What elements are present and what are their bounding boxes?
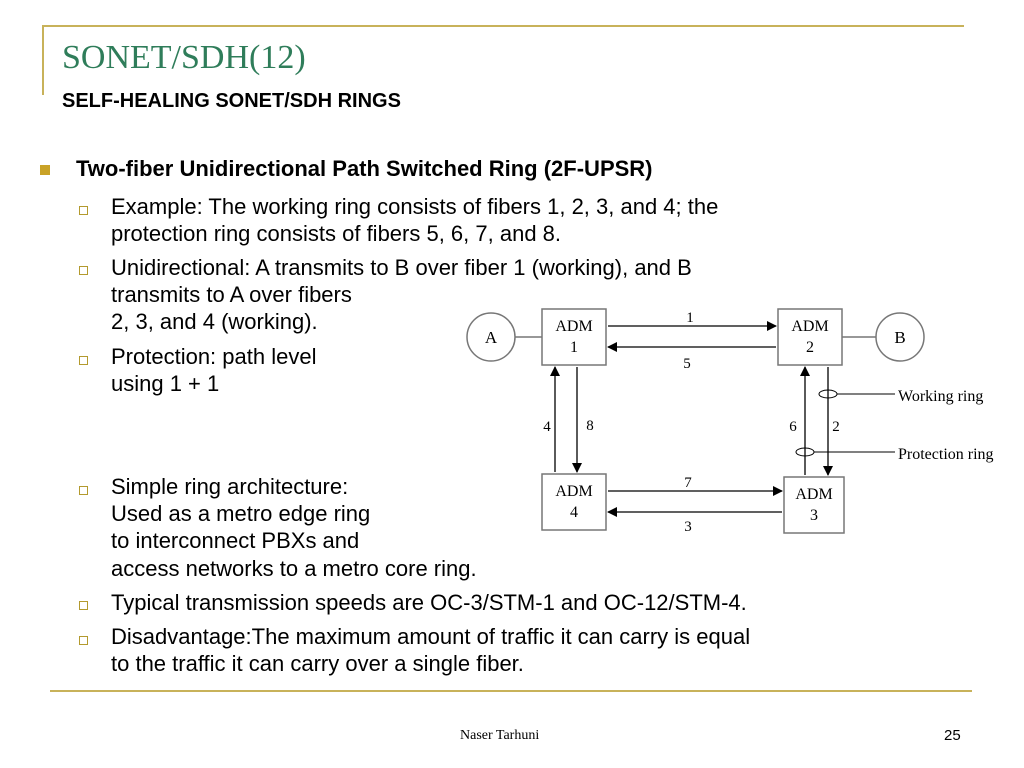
sub-bullet-icon (79, 356, 88, 365)
adm-node-4: ADM 4 (541, 473, 607, 531)
slide-subtitle: SELF-HEALING SONET/SDH RINGS (62, 90, 401, 112)
slide-title: SONET/SDH(12) (62, 39, 306, 76)
svg-text:2: 2 (806, 339, 814, 356)
bullet-text: to the traffic it can carry over a singl… (111, 651, 524, 676)
bullet-text: Unidirectional: A transmits to B over fi… (111, 255, 692, 280)
fiber-1-label: 1 (686, 310, 694, 326)
bullet-text: Disadvantage:The maximum amount of traff… (111, 624, 751, 649)
endpoint-b-label: B (894, 328, 905, 347)
svg-text:4: 4 (570, 504, 578, 521)
sub-bullet-icon (79, 636, 88, 645)
fiber-6-label: 6 (789, 419, 797, 435)
bullet-text: Protection: path level (111, 344, 317, 369)
left-rule (42, 25, 44, 95)
main-bullet: Two-fiber Unidirectional Path Switched R… (76, 156, 653, 181)
bullet-text: protection ring consists of fibers 5, 6,… (111, 221, 562, 246)
bullet-text: access networks to a metro core ring. (111, 556, 477, 581)
working-ring-label: Working ring (898, 388, 983, 405)
fiber-5-label: 5 (683, 356, 691, 372)
fiber-3-label: 3 (684, 519, 692, 535)
protection-ring-label: Protection ring (898, 446, 994, 463)
fiber-8-label: 8 (586, 418, 594, 434)
endpoint-a-label: A (485, 328, 498, 347)
bottom-rule (50, 690, 972, 692)
svg-text:ADM: ADM (555, 318, 592, 335)
svg-text:ADM: ADM (555, 483, 592, 500)
footer-author: Naser Tarhuni (460, 728, 540, 743)
adm-node-2: ADM 2 (777, 308, 843, 366)
bullet-text: to interconnect PBXs and (111, 528, 360, 553)
page-number: 25 (944, 727, 961, 744)
sub-bullet-icon (79, 206, 88, 215)
bullet-text: Used as a metro edge ring (111, 501, 371, 526)
fiber-7-label: 7 (684, 475, 692, 491)
bullet-text: using 1 + 1 (111, 371, 220, 396)
svg-text:ADM: ADM (795, 486, 832, 503)
bullet-text: Example: The working ring consists of fi… (111, 194, 719, 219)
bullet-text: Simple ring architecture: (111, 474, 349, 499)
svg-text:ADM: ADM (791, 318, 828, 335)
svg-text:1: 1 (570, 339, 578, 356)
endpoint-a: A (466, 312, 516, 362)
adm-node-1: ADM 1 (541, 308, 607, 366)
bullet-text: transmits to A over fibers (111, 282, 352, 307)
bullet-square-icon (40, 165, 50, 175)
top-rule (42, 25, 964, 27)
endpoint-b: B (875, 312, 925, 362)
fiber-4-label: 4 (543, 419, 551, 435)
adm-node-3: ADM 3 (783, 476, 845, 534)
sub-bullet-icon (79, 266, 88, 275)
sub-bullet-icon (79, 601, 88, 610)
fiber-2-label: 2 (832, 419, 840, 435)
bullet-text: Typical transmission speeds are OC-3/STM… (111, 590, 747, 615)
bullet-text: 2, 3, and 4 (working). (111, 309, 318, 334)
sub-bullet-icon (79, 486, 88, 495)
svg-text:3: 3 (810, 507, 818, 524)
upsr-ring-diagram: A B ADM 1 ADM 2 ADM 4 ADM 3 1 5 4 8 6 2 … (466, 308, 994, 535)
